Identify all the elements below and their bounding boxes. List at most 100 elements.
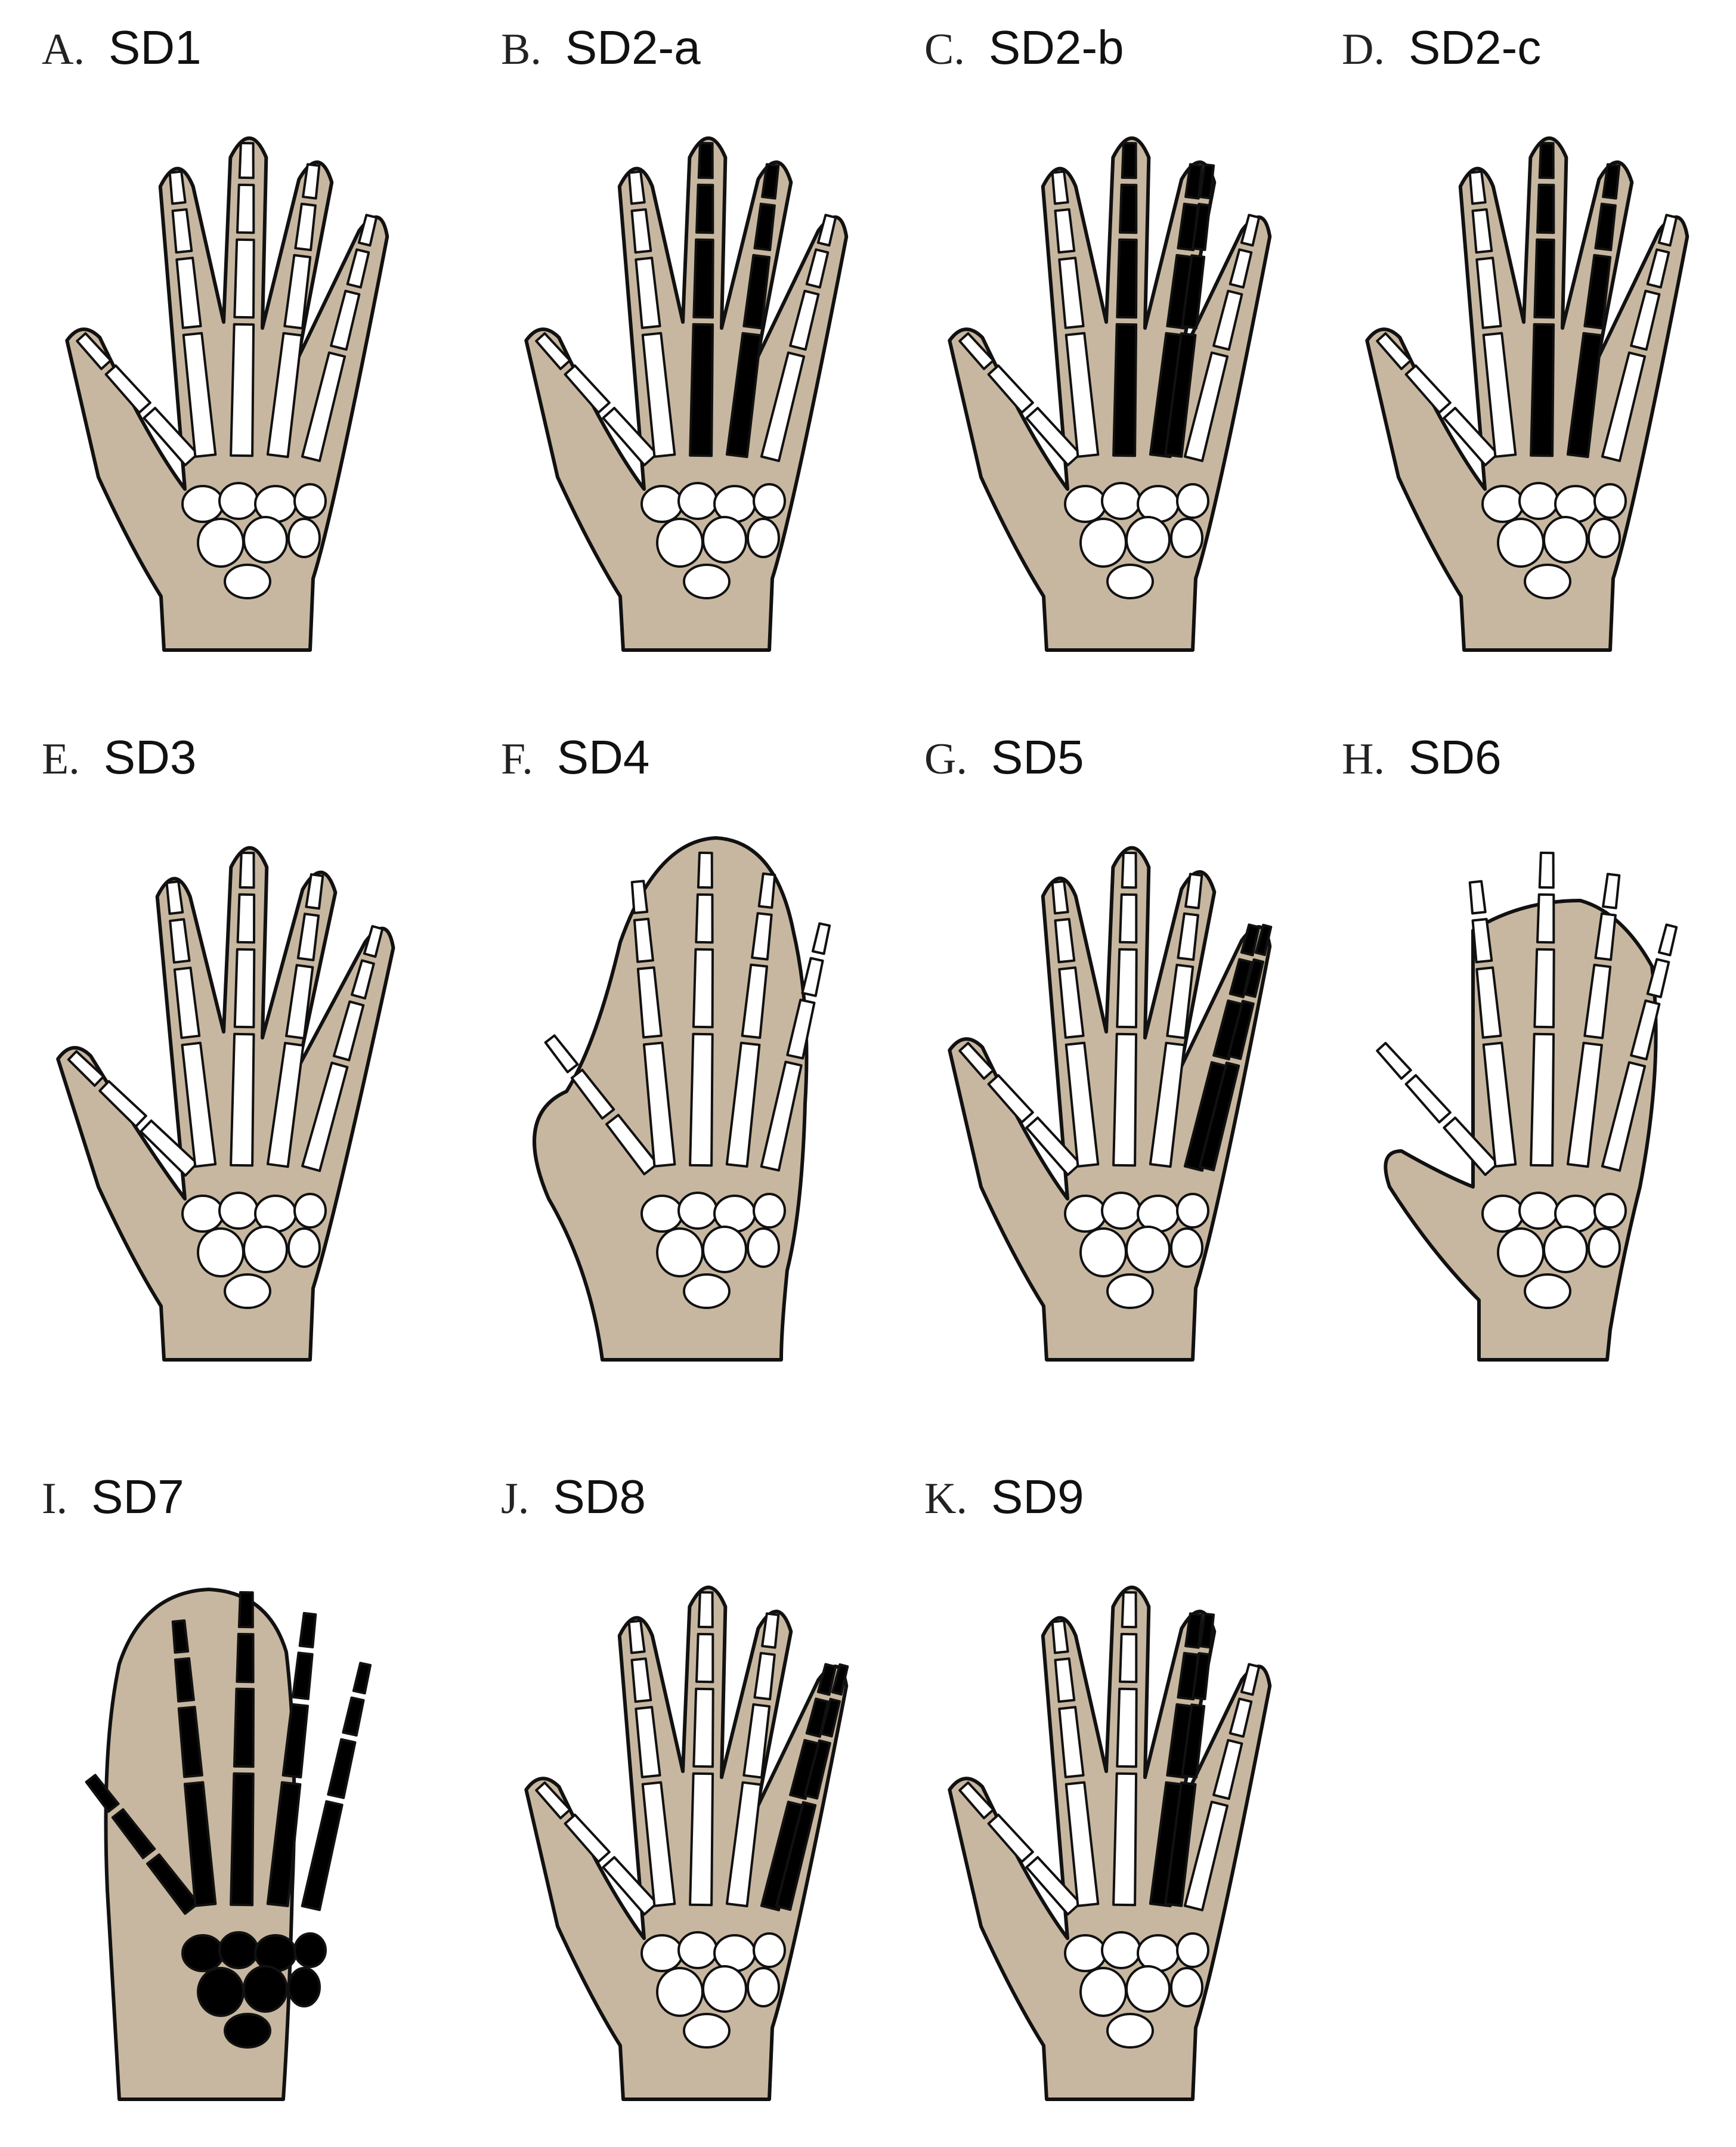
panel-code: SD5 xyxy=(991,731,1084,784)
phalanx-bone xyxy=(237,1591,254,1629)
hand-group xyxy=(65,136,389,652)
duplicated-bone xyxy=(1199,163,1215,200)
phalanx-bone xyxy=(1121,851,1137,889)
duplicated-bone xyxy=(1192,203,1211,251)
phalanx-bone xyxy=(233,1687,255,1768)
hand-illustration xyxy=(524,1585,849,2101)
carpal-bone xyxy=(677,1931,718,1969)
phalanx-bone xyxy=(165,880,184,915)
phalanx-bone xyxy=(987,1074,1034,1124)
phalanx-bone xyxy=(236,893,256,944)
phalanx-bone xyxy=(175,256,202,329)
phalanx-bone xyxy=(85,1774,120,1813)
panel-label: C.SD2-b xyxy=(924,24,1124,89)
hand-illustration xyxy=(948,846,1273,1362)
metacarpal-bone xyxy=(1443,1116,1499,1176)
panel-code: SD8 xyxy=(553,1470,646,1523)
carpal-bone xyxy=(224,2013,271,2049)
carpal-bone xyxy=(224,1273,271,1309)
metacarpal-bone xyxy=(143,407,199,466)
panel-k-sd9: K.SD9 xyxy=(924,1473,1354,2147)
carpal-bone xyxy=(293,1193,327,1229)
metacarpal-bone xyxy=(642,1041,676,1168)
carpal-bone xyxy=(197,518,245,568)
phalanx-bone xyxy=(1468,880,1487,915)
digit-4 xyxy=(1566,873,1621,1168)
phalanx-bone xyxy=(98,1080,147,1128)
phalanx-bone xyxy=(697,1591,714,1629)
phalanx-bone xyxy=(1602,163,1621,200)
digit-4 xyxy=(1149,1612,1215,1908)
digit-2 xyxy=(165,880,217,1168)
panel-d-sd2c: D.SD2-c xyxy=(1342,24,1736,698)
carpal-bone xyxy=(287,1227,321,1268)
digit-3 xyxy=(689,1591,714,1907)
carpal-bone xyxy=(1543,1226,1588,1273)
phalanx-bone xyxy=(357,214,378,247)
carpal-bone xyxy=(197,1967,245,2017)
phalanx-bone xyxy=(1533,948,1555,1029)
duplicated-bone xyxy=(831,1663,849,1696)
metacarpal-bone xyxy=(301,1062,349,1173)
phalanx-bone xyxy=(342,1696,365,1737)
hand-group xyxy=(1365,136,1689,652)
phalanx-bone xyxy=(751,912,773,961)
duplicated-bone xyxy=(1198,1062,1240,1172)
digit-3 xyxy=(689,141,714,457)
phalanx-bone xyxy=(1404,1074,1452,1124)
carpal-bone xyxy=(1064,1934,1107,1972)
digit-3 xyxy=(230,1591,255,1907)
panel-code: SD4 xyxy=(556,731,650,784)
phalanx-bone xyxy=(292,1651,314,1700)
phalanx-bone xyxy=(1058,1706,1085,1778)
phalanx-bone xyxy=(535,332,571,370)
phalanx-bone xyxy=(1475,966,1502,1039)
hand-group xyxy=(85,1588,372,2101)
digit-5 xyxy=(301,214,378,462)
digit-4 xyxy=(1149,873,1203,1168)
carpal-bone xyxy=(656,518,704,568)
phalanx-bone xyxy=(1240,1663,1261,1696)
phalanx-bone xyxy=(697,851,713,889)
carpal-bone xyxy=(287,1967,321,2007)
panel-letter: A. xyxy=(42,25,85,74)
panel-label: K.SD9 xyxy=(924,1473,1084,1539)
digit-3 xyxy=(230,141,255,457)
digit-1 xyxy=(535,332,658,466)
panel-c-sd2b: C.SD2-b xyxy=(924,24,1354,698)
digit-4 xyxy=(1149,163,1215,459)
duplicated-bone xyxy=(1164,332,1197,458)
panel-label: G.SD5 xyxy=(924,734,1084,799)
phalanx-bone xyxy=(1240,923,1261,957)
carpal-bone xyxy=(1106,1273,1154,1309)
metacarpal-bone xyxy=(1443,407,1499,466)
digit-3 xyxy=(1112,1591,1138,1907)
phalanx-bone xyxy=(1228,1697,1253,1738)
phalanx-bone xyxy=(692,238,714,319)
hand-illustration xyxy=(85,1588,372,2101)
carpal-bone xyxy=(1079,1967,1127,2017)
phalanx-bone xyxy=(1051,1619,1069,1654)
phalanx-bone xyxy=(294,202,317,252)
metacarpal-bone xyxy=(1025,1856,1082,1916)
metacarpal-bone xyxy=(1112,1772,1138,1907)
carpal-bone xyxy=(1101,482,1141,520)
phalanx-bone xyxy=(363,925,384,958)
phalanx-bone xyxy=(630,880,649,914)
carpal-bone xyxy=(197,1227,245,1277)
digit-1 xyxy=(76,332,199,466)
digit-2 xyxy=(627,1619,676,1907)
phalanx-bone xyxy=(1538,851,1555,889)
phalanx-bone xyxy=(564,1814,611,1863)
duplicated-bone xyxy=(1243,958,1264,998)
phalanx-bone xyxy=(168,170,187,205)
duplicated-bone xyxy=(1199,1612,1215,1649)
hand-group xyxy=(533,836,831,1362)
phalanx-bone xyxy=(67,1050,105,1087)
carpal-bone xyxy=(1106,564,1154,599)
carpal-bone xyxy=(1125,516,1171,564)
phalanx-bone xyxy=(1184,873,1203,909)
phalanx-bone xyxy=(1121,141,1137,180)
carpal-bone xyxy=(747,518,780,558)
metacarpal-bone xyxy=(760,1060,803,1172)
